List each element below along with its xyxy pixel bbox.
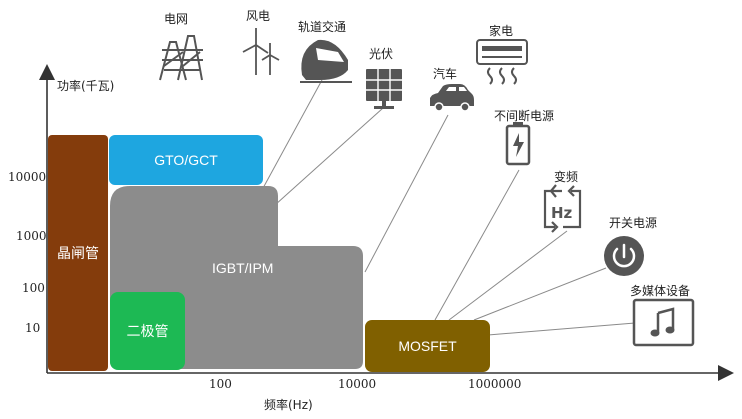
y-tick-10000: 10000 — [8, 170, 47, 184]
y-axis-title: 功率(千瓦) — [57, 79, 115, 93]
connector-ups — [434, 169, 520, 321]
app-ups-label: 不间断电源 — [494, 109, 555, 123]
app-rail-label: 轨道交通 — [298, 20, 347, 34]
diode-label: 二极管 — [126, 324, 169, 340]
y-tick-100: 100 — [22, 281, 45, 295]
app-pv-label: 光伏 — [369, 47, 394, 61]
connector-pv — [274, 107, 384, 206]
mosfet-label: MOSFET — [398, 338, 457, 354]
x-tick-1000000: 1000000 — [468, 377, 522, 391]
app-wind-label: 风电 — [246, 9, 271, 23]
app-multimedia-label: 多媒体设备 — [630, 284, 691, 298]
connector-car — [364, 114, 449, 273]
thyristor-block: 晶闸管 — [48, 135, 108, 371]
mosfet-block: MOSFET — [365, 320, 490, 372]
x-tick-10000: 10000 — [338, 377, 377, 391]
connector-inverter — [448, 230, 568, 321]
y-tick-1000: 1000 — [16, 229, 47, 243]
x-axis-title: 频率(Hz) — [264, 398, 313, 412]
x-tick-100: 100 — [209, 377, 232, 391]
connector-smps — [473, 267, 607, 321]
diode-block: 二极管 — [110, 292, 185, 370]
igbt-label: IGBT/IPM — [212, 260, 274, 276]
thyristor-label: 晶闸管 — [57, 246, 99, 262]
connector-rail — [261, 79, 323, 191]
y-tick-10: 10 — [25, 321, 41, 335]
gto-label: GTO/GCT — [154, 152, 218, 168]
app-car-label: 汽车 — [433, 67, 458, 81]
app-inverter-label: 变频 — [554, 170, 579, 184]
connector-lines — [261, 79, 636, 336]
app-smps-label: 开关电源 — [609, 216, 658, 230]
connector-multimedia — [487, 322, 636, 336]
app-appliance-label: 家电 — [489, 24, 514, 38]
app-grid-label: 电网 — [164, 12, 189, 26]
gto-block: GTO/GCT — [109, 135, 263, 185]
